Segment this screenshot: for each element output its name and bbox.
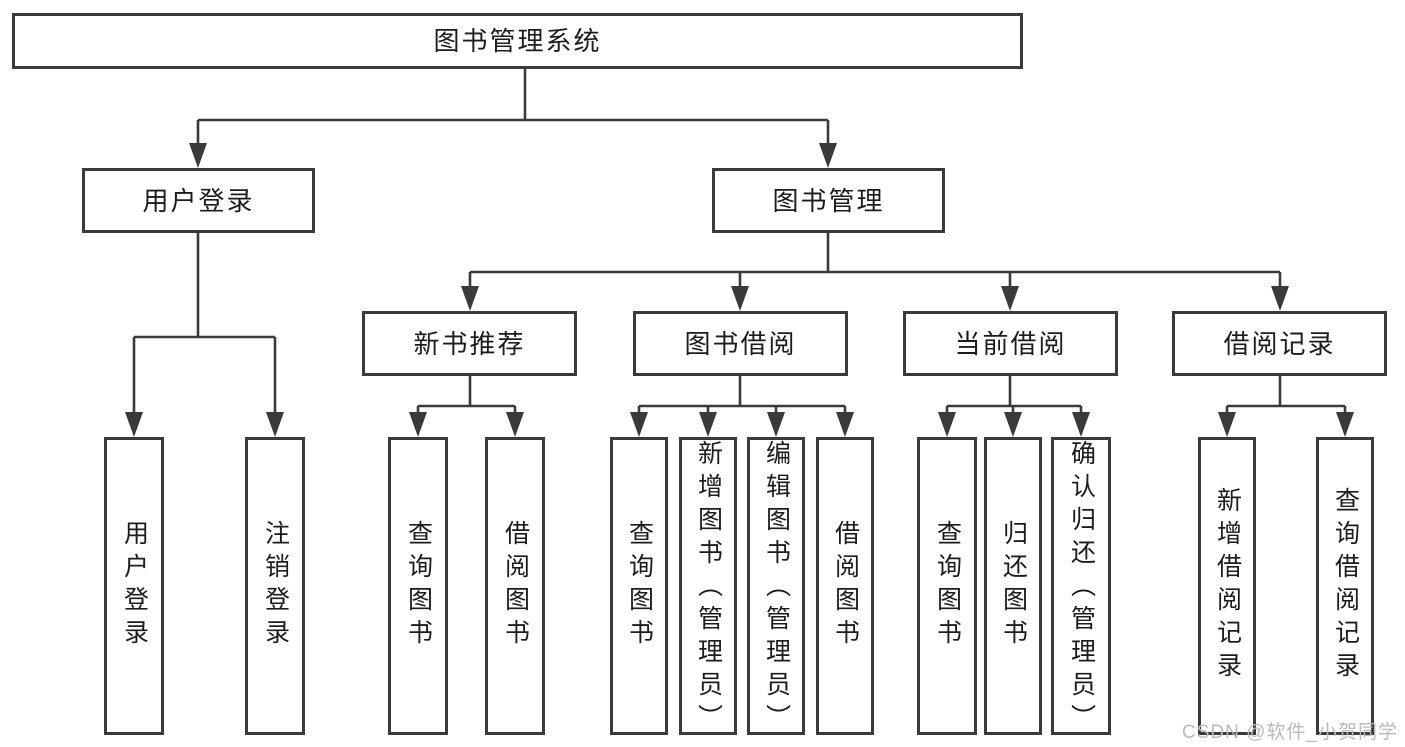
leaf-label: 用户登录 — [120, 520, 149, 652]
node-leaf-query-books-borrow: 查询图书 — [610, 437, 668, 735]
node-leaf-edit-book-admin: 编辑图书（管理员） — [747, 437, 805, 737]
node-book-borrowing: 图书借阅 — [633, 311, 848, 376]
node-leaf-query-books-recommend: 查询图书 — [388, 437, 448, 735]
node-leaf-user-login: 用户登录 — [104, 437, 164, 735]
node-leaf-query-books-current: 查询图书 — [917, 437, 977, 735]
node-leaf-return-book: 归还图书 — [984, 437, 1042, 735]
leaf-label: 查询图书 — [404, 520, 433, 652]
node-user-login-module: 用户登录 — [82, 168, 315, 233]
leaf-label: 借阅图书 — [501, 520, 530, 652]
node-new-book-recommendation: 新书推荐 — [362, 311, 577, 376]
node-borrowing-records: 借阅记录 — [1172, 311, 1387, 376]
leaf-label: 归还图书 — [999, 520, 1028, 652]
node-leaf-logout: 注销登录 — [245, 437, 305, 735]
leaf-label: 查询图书 — [933, 520, 962, 652]
leaf-label: 查询借阅记录 — [1331, 487, 1360, 685]
leaf-label: 新增借阅记录 — [1213, 487, 1242, 685]
arrowheads — [125, 143, 1354, 437]
leaf-label: 查询图书 — [625, 520, 654, 652]
leaf-label: 注销登录 — [261, 520, 290, 652]
leaf-label: 新增图书（管理员） — [694, 440, 723, 737]
csdn-watermark: CSDN @软件_小贺同学 — [1182, 722, 1398, 743]
leaf-label: 编辑图书（管理员） — [762, 440, 791, 737]
node-book-management-module: 图书管理 — [712, 168, 945, 233]
node-leaf-add-borrow-record: 新增借阅记录 — [1198, 437, 1256, 735]
node-current-borrowing: 当前借阅 — [903, 311, 1118, 376]
leaf-label: 借阅图书 — [831, 520, 860, 652]
node-leaf-borrow-books-borrow: 借阅图书 — [816, 437, 874, 735]
node-leaf-borrow-books-recommend: 借阅图书 — [485, 437, 545, 735]
node-leaf-query-borrow-record: 查询借阅记录 — [1316, 437, 1374, 735]
leaf-label: 确认归还（管理员） — [1067, 440, 1096, 737]
node-root: 图书管理系统 — [12, 13, 1023, 69]
node-leaf-add-book-admin: 新增图书（管理员） — [679, 437, 737, 737]
node-leaf-confirm-return-admin: 确认归还（管理员） — [1051, 437, 1111, 737]
